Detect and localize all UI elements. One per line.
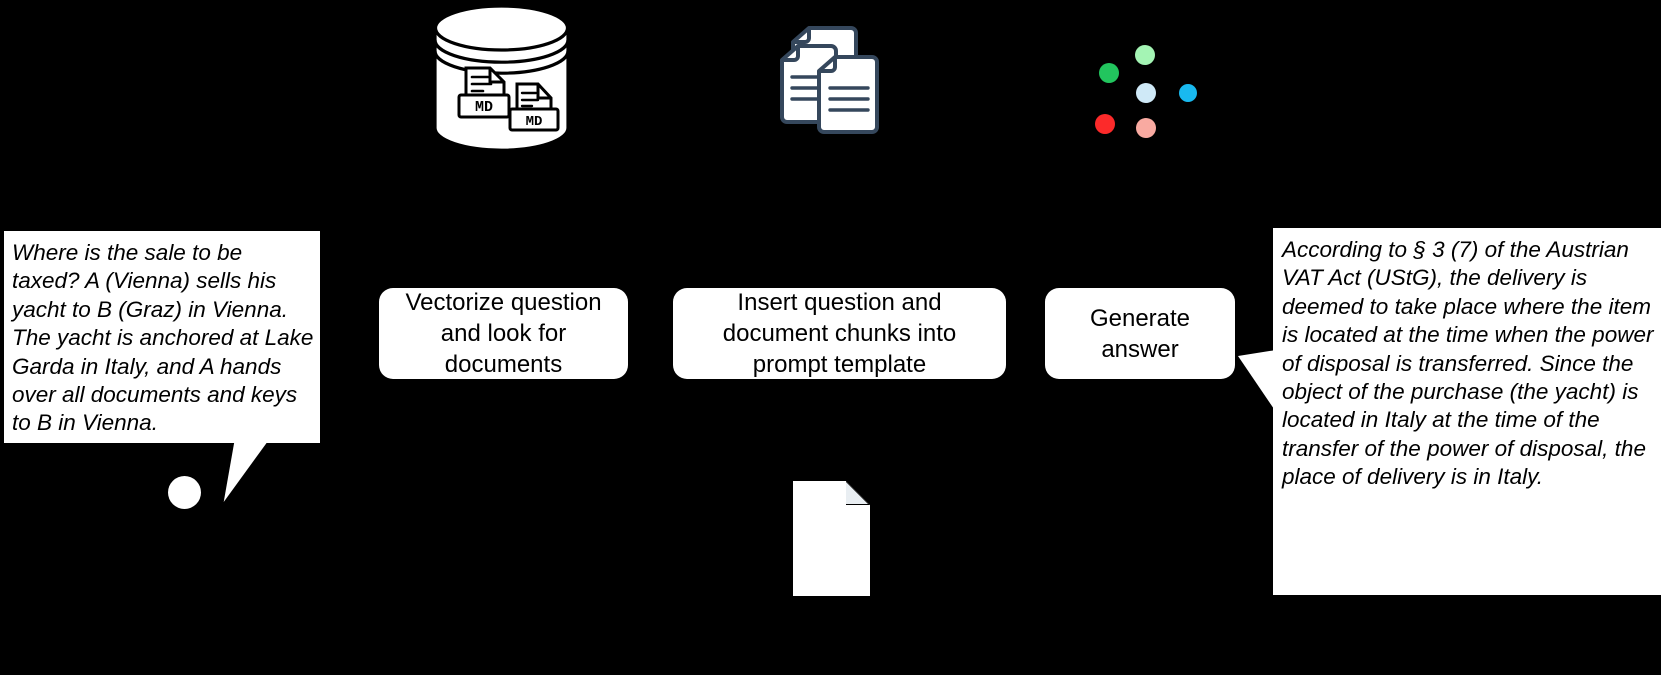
step-vectorize[interactable]: Vectorize question and look for document…: [379, 288, 628, 379]
embedding-dot-cyan: [1179, 84, 1197, 102]
document-chunks-icon: [775, 24, 880, 136]
embedding-dot-salmon: [1136, 118, 1156, 138]
user-question-bubble-tail: [223, 442, 268, 502]
md-label-1: MD: [475, 99, 493, 116]
generated-answer-bubble: According to § 3 (7) of the Austrian VAT…: [1273, 228, 1661, 595]
vector-embedding-dots: [1085, 45, 1205, 140]
embedding-dot-pale-blue: [1136, 83, 1156, 103]
step-generate-answer[interactable]: Generate answer: [1045, 288, 1235, 379]
user-dot: [168, 476, 201, 509]
embedding-dot-green: [1099, 63, 1119, 83]
generated-answer-text: According to § 3 (7) of the Austrian VAT…: [1282, 237, 1654, 490]
embedding-dot-red: [1095, 114, 1115, 134]
markdown-database-icon: MD MD: [433, 4, 570, 152]
md-label-2: MD: [526, 114, 543, 130]
prompt-page-icon: [793, 481, 870, 596]
step-insert-prompt[interactable]: Insert question and document chunks into…: [673, 288, 1006, 379]
user-question-text: Where is the sale to be taxed? A (Vienna…: [12, 240, 314, 436]
generated-answer-bubble-tail: [1238, 350, 1276, 412]
user-question-bubble: Where is the sale to be taxed? A (Vienna…: [4, 231, 320, 443]
embedding-dot-light-green: [1135, 45, 1155, 65]
